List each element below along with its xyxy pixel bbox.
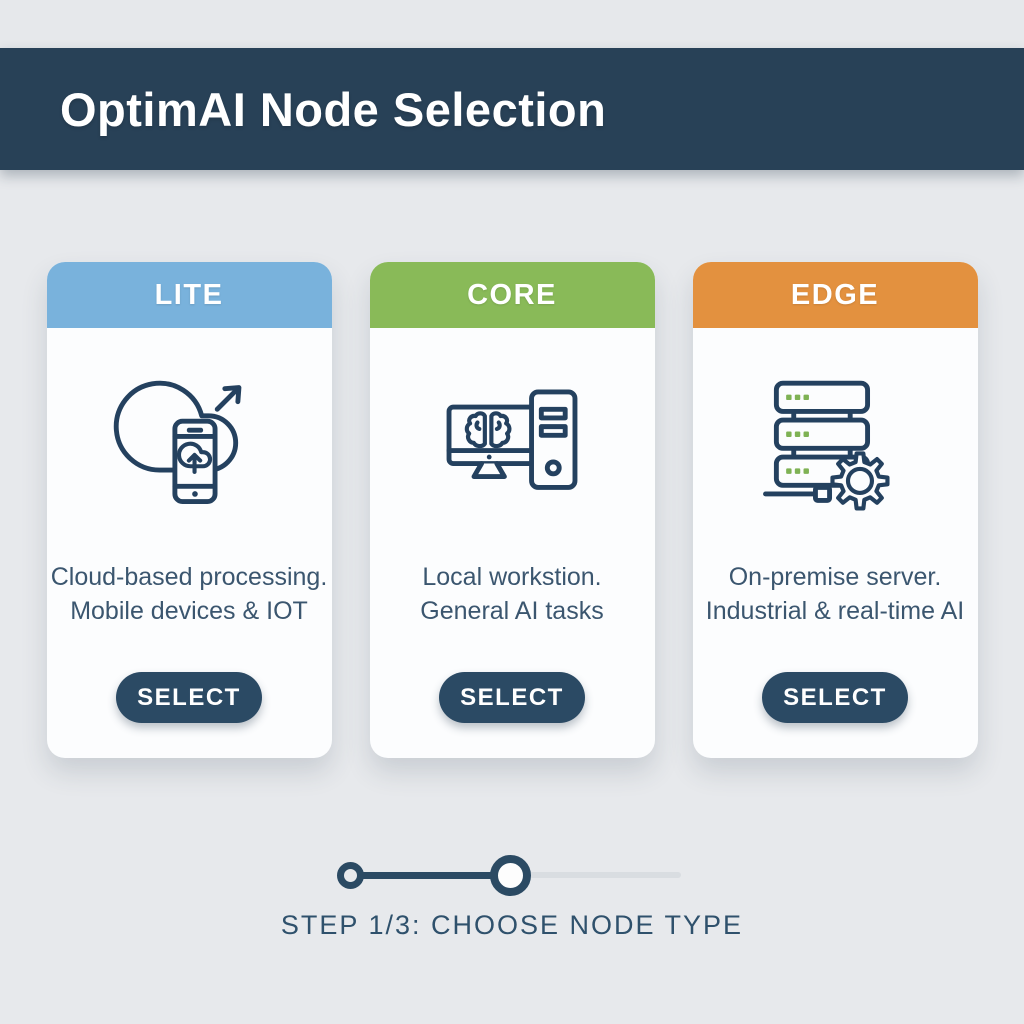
- card-description-core: Local workstion. General AI tasks: [370, 560, 655, 672]
- description-line: Mobile devices & IOT: [70, 597, 308, 625]
- workstation-ai-icon: [370, 328, 655, 560]
- description-line: Industrial & real-time AI: [705, 597, 965, 625]
- card-core[interactable]: CORE Local workstion. Gen: [369, 262, 655, 758]
- description-line: Local workstion.: [422, 563, 602, 591]
- description-line: On-premise server.: [728, 563, 942, 591]
- card-header-core: CORE: [369, 262, 655, 328]
- card-description-lite: Cloud-based processing. Mobile devices &…: [47, 560, 332, 672]
- header-banner: OptimAI Node Selection: [0, 48, 1024, 170]
- server-gear-icon: [693, 328, 978, 560]
- progress-bar-remaining-track: [529, 872, 681, 878]
- description-line: Cloud-based processing.: [50, 563, 328, 591]
- step-indicator-label: STEP 1/3: CHOOSE NODE TYPE: [280, 910, 744, 940]
- top-strip: [0, 0, 1024, 48]
- card-description-edge: On-premise server. Industrial & real-tim…: [693, 560, 978, 672]
- card-lite[interactable]: LITE Cloud-based processing. Mobile: [46, 262, 332, 758]
- description-line: General AI tasks: [420, 597, 604, 625]
- server-gear-icon: [763, 380, 890, 511]
- progress-step-start-dot: [337, 861, 364, 889]
- cloud-mobile-icon: [113, 380, 242, 504]
- progress-bar-active-segment: [362, 871, 492, 879]
- select-button-core[interactable]: SELECT: [439, 672, 585, 723]
- select-button-lite[interactable]: SELECT: [116, 672, 262, 723]
- progress-current-step-dot: [490, 854, 531, 896]
- card-edge[interactable]: EDGE: [692, 262, 978, 758]
- workstation-ai-icon: [446, 389, 578, 490]
- card-header-edge: EDGE: [692, 262, 978, 328]
- node-cards-container: LITE Cloud-based processing. Mobile: [46, 262, 978, 758]
- select-button-edge[interactable]: SELECT: [762, 672, 908, 723]
- wizard-progress-bar: [337, 854, 687, 896]
- card-header-lite: LITE: [46, 262, 332, 328]
- page-title: OptimAI Node Selection: [60, 82, 607, 136]
- cloud-mobile-icon: [47, 328, 332, 560]
